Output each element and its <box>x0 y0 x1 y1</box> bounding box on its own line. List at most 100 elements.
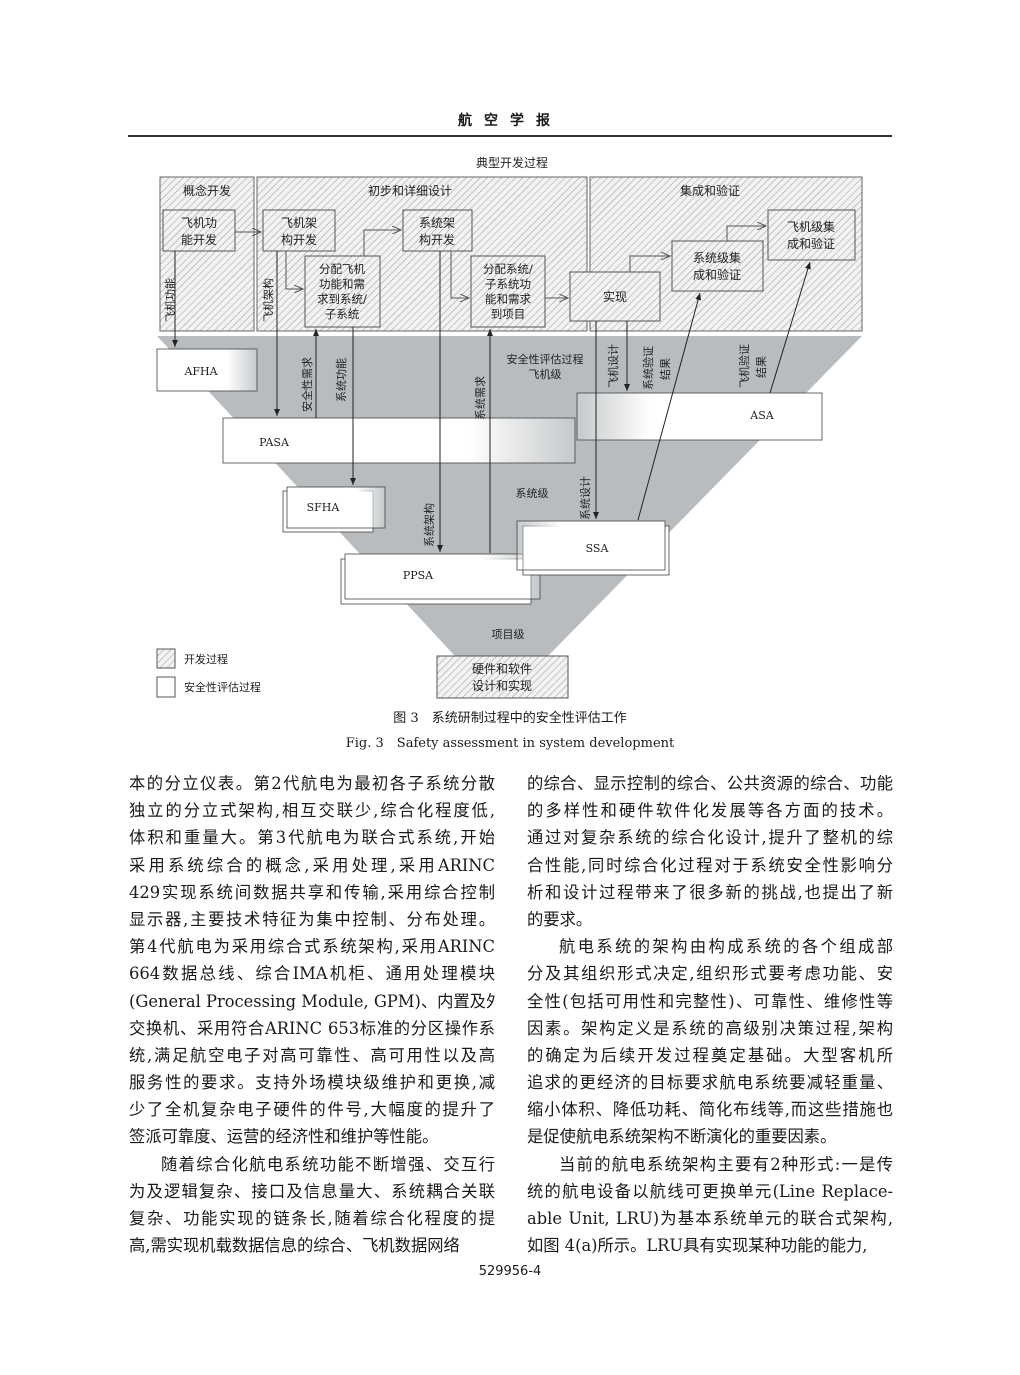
text-line: 复杂、功能实现的链条长,随着综合化程度的提 <box>129 1209 495 1228</box>
svg-text:子系统功: 子系统功 <box>485 277 531 291</box>
box-system-arch-dev: 系统架 构开发 <box>402 209 473 252</box>
text-line: 本的分立仪表。第2代航电为最初各子系统分散 <box>129 774 495 793</box>
box-hw-sw: 硬件和软件 设计和实现 <box>436 655 569 699</box>
figure-diagram: 典型开发过程 概念开发 初步和详细设计 集成和验证 飞机功 能开发 飞机架 构开… <box>156 155 863 699</box>
svg-text:构开发: 构开发 <box>419 232 455 247</box>
svg-text:SFHA: SFHA <box>307 501 341 514</box>
box-aircraft-arch-dev: 飞机架 构开发 <box>262 209 336 252</box>
label-aircraft-function: 飞机功能 <box>163 278 177 322</box>
text-line: 统的航电设备以航线可更换单元(Line Replace- <box>527 1181 893 1201</box>
box-sfha: SFHA <box>282 486 386 533</box>
text-line: 当前的航电系统架构主要有2种形式:一是传 <box>559 1154 893 1174</box>
label-aircraft-level: 飞机级 <box>529 367 562 381</box>
figure-title: 典型开发过程 <box>476 155 548 170</box>
svg-text:AFHA: AFHA <box>183 365 218 378</box>
text-line: 缩小体积、降低功耗、简化布线等,而这些措施也 <box>527 1100 893 1120</box>
safety-funnel <box>157 336 862 656</box>
text-line: 的要求。 <box>527 909 593 929</box>
text-line: 的多样性和硬件软件化发展等各方面的技术。 <box>527 801 893 821</box>
label-safety-req: 安全性需求 <box>300 357 314 412</box>
svg-text:PPSA: PPSA <box>403 569 434 582</box>
box-system-integration: 系统级集 成和验证 <box>671 240 764 292</box>
text-line: 分及其组织形式决定,组织形式要考虑功能、安 <box>527 964 893 984</box>
svg-text:成和验证: 成和验证 <box>693 267 741 282</box>
text-line: 服务性的要求。支持外场模块级维护和更换,减 <box>129 1073 495 1093</box>
text-line: 采用系统综合的概念,采用处理,采用ARINC <box>129 855 495 875</box>
svg-text:设计和实现: 设计和实现 <box>472 678 532 693</box>
text-line: 第4代航电为采用综合式系统架构,采用ARINC <box>129 937 495 957</box>
figure-caption-en: Fig. 3 Safety assessment in system devel… <box>345 736 675 751</box>
text-line: 高,需实现机载数据信息的综合、飞机数据网络 <box>129 1236 460 1256</box>
label-aircraft-design: 飞机设计 <box>606 344 620 388</box>
text-line: (General Processing Module, GPM)、内置及外置 <box>129 991 495 1011</box>
svg-text:飞机功: 飞机功 <box>181 216 217 230</box>
text-line: 通过对复杂系统的综合化设计,提升了整机的综 <box>527 828 893 848</box>
svg-text:飞机架: 飞机架 <box>281 216 317 230</box>
text-line: 664数据总线、综合IMA机柜、通用处理模块 <box>129 964 495 984</box>
box-asa: ASA <box>576 392 823 441</box>
label-system-level: 系统级 <box>516 487 549 500</box>
body-column-right: 的综合、显示控制的综合、公共资源的综合、功能的多样性和硬件软件化发展等各方面的技… <box>527 770 893 1259</box>
text-line: 为及逻辑复杂、接口及信息量大、系统耦合关联 <box>129 1181 495 1201</box>
label-aircraft-arch: 飞机架构 <box>261 278 275 322</box>
label-system-design: 系统设计 <box>579 476 592 520</box>
svg-text:初步和详细设计: 初步和详细设计 <box>368 183 452 198</box>
label-system-verif: 系统验证 <box>641 346 655 390</box>
text-line: 全性(包括可用性和完整性)、可靠性、维修性等 <box>527 991 893 1011</box>
legend-dev: 开发过程 <box>156 648 228 669</box>
label-safety-process: 安全性评估过程 <box>507 352 584 366</box>
body-column-left: 本的分立仪表。第2代航电为最初各子系统分散独立的分立式架构,相互交联少,综合化程… <box>129 770 495 1259</box>
svg-text:功能和需: 功能和需 <box>319 277 365 291</box>
legend-safety: 安全性评估过程 <box>156 676 261 698</box>
label-system-function: 系统功能 <box>334 358 348 402</box>
svg-text:安全性评估过程: 安全性评估过程 <box>184 680 261 694</box>
text-line: 统,满足航空电子对高可靠性、高可用性以及高 <box>129 1045 495 1065</box>
svg-text:分配系统/: 分配系统/ <box>483 262 533 276</box>
svg-text:到项目: 到项目 <box>491 307 526 321</box>
text-line: 航电系统的架构由构成系统的各个组成部 <box>559 937 893 957</box>
text-line: 随着综合化航电系统功能不断增强、交互行 <box>161 1154 495 1174</box>
svg-text:系统级集: 系统级集 <box>693 250 741 265</box>
text-line: 的综合、显示控制的综合、公共资源的综合、功能 <box>527 774 893 793</box>
text-line: 体积和重量大。第3代航电为联合式系统,开始 <box>129 828 495 848</box>
journal-header: 航空学报 <box>458 113 562 129</box>
svg-text:分配飞机: 分配飞机 <box>319 262 365 276</box>
label-system-req: 系统需求 <box>474 376 487 420</box>
box-ssa: SSA <box>516 520 670 576</box>
label-item-level: 项目级 <box>492 628 525 641</box>
svg-text:ASA: ASA <box>749 409 774 422</box>
dev-flow-arrows <box>235 226 766 298</box>
box-afha: AFHA <box>156 348 258 392</box>
svg-text:能开发: 能开发 <box>181 232 217 247</box>
text-line: 合性能,同时综合化过程对于系统安全性影响分 <box>527 855 893 875</box>
safety-flow-arrows <box>172 251 811 553</box>
svg-text:PASA: PASA <box>259 436 290 449</box>
svg-text:构开发: 构开发 <box>281 232 317 247</box>
svg-text:开发过程: 开发过程 <box>184 652 228 666</box>
box-implementation: 实现 <box>569 271 661 322</box>
svg-text:集成和验证: 集成和验证 <box>680 183 740 198</box>
text-line: 交换机、采用符合ARINC 653标准的分区操作系 <box>129 1018 495 1038</box>
text-line: 析和设计过程带来了很多新的挑战,也提出了新 <box>527 882 893 902</box>
box-ppsa: PPSA <box>340 553 541 605</box>
svg-text:实现: 实现 <box>603 289 627 304</box>
text-line: 独立的分立式架构,相互交联少,综合化程度低, <box>129 801 495 821</box>
page-number: 529956-4 <box>478 1264 542 1279</box>
svg-text:能和需求: 能和需求 <box>485 292 531 306</box>
text-line: 是促使航电系统架构不断演化的重要因素。 <box>527 1127 837 1147</box>
svg-text:概念开发: 概念开发 <box>183 183 231 198</box>
svg-text:系统架: 系统架 <box>419 216 455 230</box>
svg-text:硬件和软件: 硬件和软件 <box>472 662 532 676</box>
figure-caption-cn: 图 3 系统研制过程中的安全性评估工作 <box>393 711 627 726</box>
svg-text:求到系统/: 求到系统/ <box>317 292 367 306</box>
text-line: 429实现系统间数据共享和传输,采用综合控制 <box>129 882 495 902</box>
text-line: 签派可靠度、运营的经济性和维护等性能。 <box>129 1127 439 1147</box>
header-rule <box>128 135 892 137</box>
box-aircraft-function-dev: 飞机功 能开发 <box>162 209 236 252</box>
svg-text:飞机级集: 飞机级集 <box>787 219 835 234</box>
label-aircraft-verif: 飞机验证 <box>737 344 751 388</box>
svg-text:成和验证: 成和验证 <box>787 236 835 251</box>
text-line: able Unit, LRU)为基本系统单元的联合式架构, <box>527 1209 893 1228</box>
box-allocate-system: 分配系统/ 子系统功 能和需求 到项目 <box>470 255 546 328</box>
text-line: 的确定为后续开发过程奠定基础。大型客机所 <box>527 1045 893 1065</box>
